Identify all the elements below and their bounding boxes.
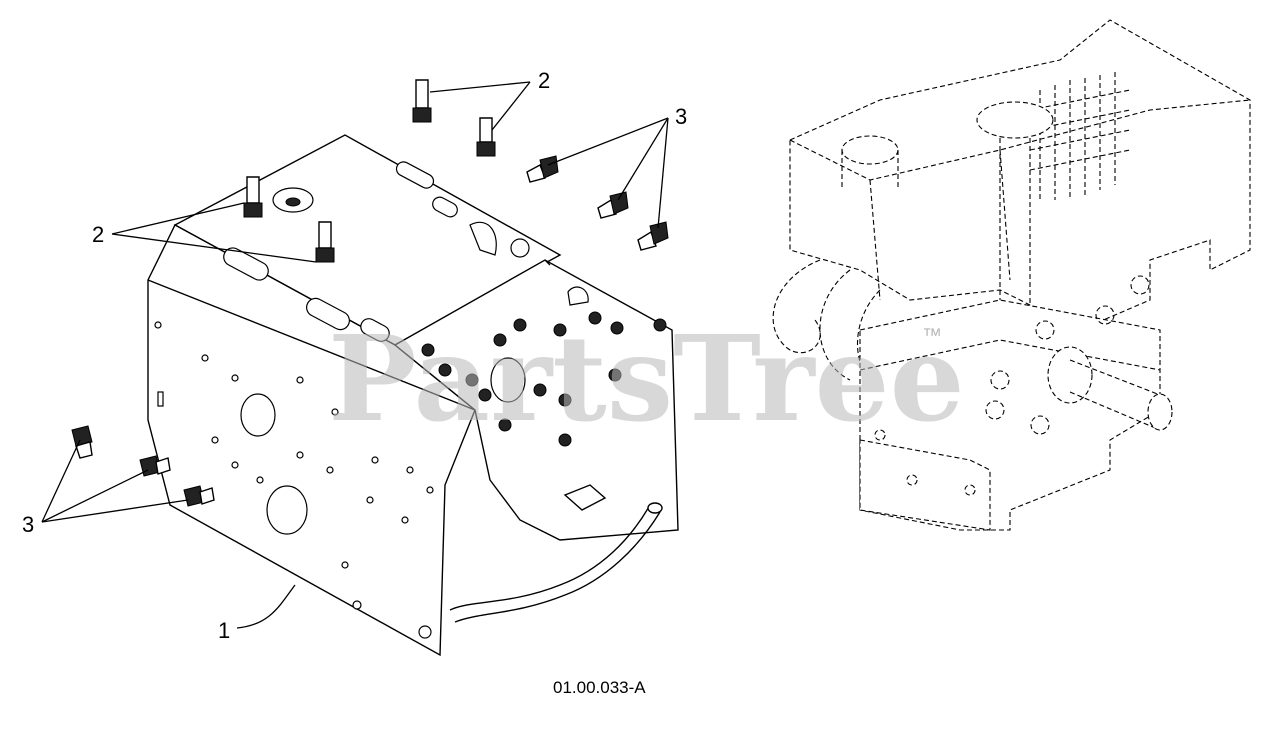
stud bbox=[412, 79, 432, 123]
screw bbox=[71, 425, 93, 459]
screw bbox=[526, 155, 559, 183]
stud bbox=[476, 117, 496, 157]
watermark-trademark: ™ bbox=[922, 325, 942, 347]
callout-label: 2 bbox=[538, 68, 550, 93]
screw bbox=[597, 191, 629, 219]
stud-group bbox=[243, 79, 496, 263]
stud bbox=[315, 221, 335, 263]
leader-lines bbox=[41, 81, 669, 629]
watermark: PartsTree ™ bbox=[328, 309, 965, 448]
watermark-text: PartsTree bbox=[328, 309, 965, 448]
callout-label: 3 bbox=[675, 104, 687, 129]
callout-labels: 2 3 2 3 1 bbox=[22, 68, 687, 643]
callout-label: 3 bbox=[22, 512, 34, 537]
callout-label: 1 bbox=[218, 618, 230, 643]
callout-label: 2 bbox=[92, 222, 104, 247]
figure-id: 01.00.033-A bbox=[553, 678, 646, 697]
screw bbox=[637, 221, 669, 251]
engine-phantom-outline bbox=[772, 19, 1251, 531]
screw bbox=[183, 485, 215, 507]
stud bbox=[243, 176, 263, 218]
frame-plate bbox=[147, 134, 679, 657]
screw-group bbox=[71, 155, 669, 507]
